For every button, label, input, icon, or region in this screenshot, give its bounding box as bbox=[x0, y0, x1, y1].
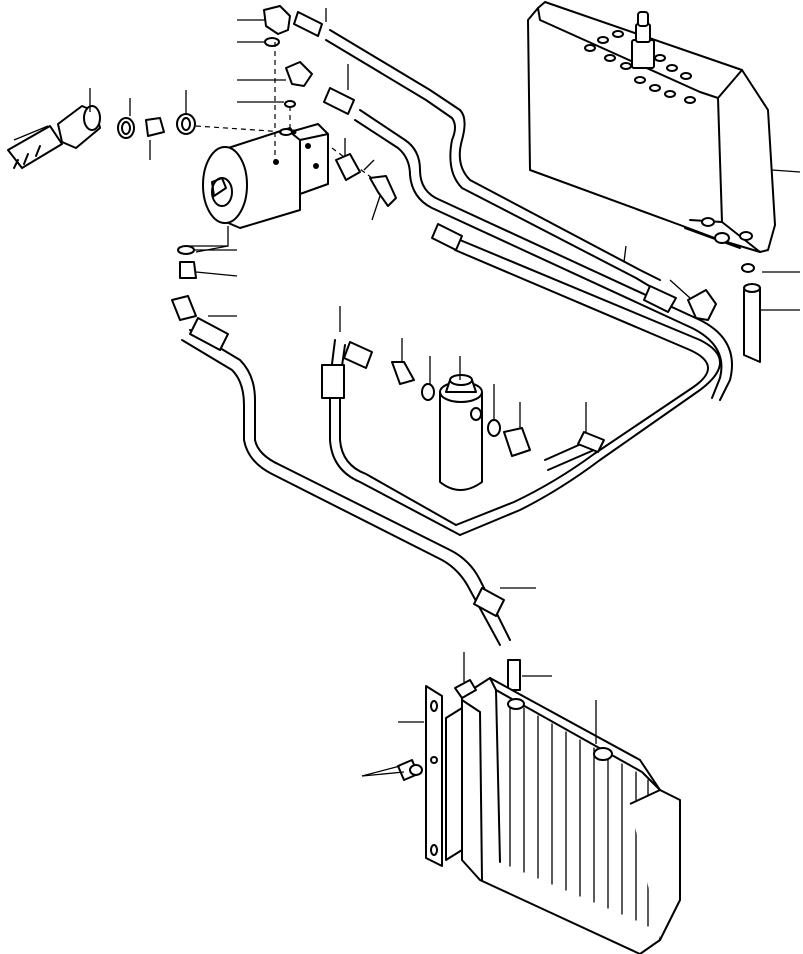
filter-canister bbox=[439, 374, 483, 491]
sight-tube bbox=[743, 283, 761, 363]
hydraulic-lines bbox=[181, 29, 733, 646]
oil-cooler bbox=[445, 677, 681, 954]
callout-leaders bbox=[13, 8, 801, 777]
hydraulic-tank bbox=[527, 1, 776, 273]
tank-cover-bolts bbox=[584, 30, 696, 104]
suction-hose bbox=[7, 105, 101, 169]
connector-fitting bbox=[145, 117, 531, 691]
cooler-fins bbox=[509, 699, 649, 927]
assembly-guides bbox=[195, 42, 373, 179]
pump bbox=[202, 123, 329, 229]
hose-ferrules bbox=[189, 11, 677, 617]
tank-filler-cap bbox=[631, 11, 655, 69]
elbow-fitting bbox=[171, 5, 717, 321]
mounting-bracket bbox=[397, 679, 477, 867]
